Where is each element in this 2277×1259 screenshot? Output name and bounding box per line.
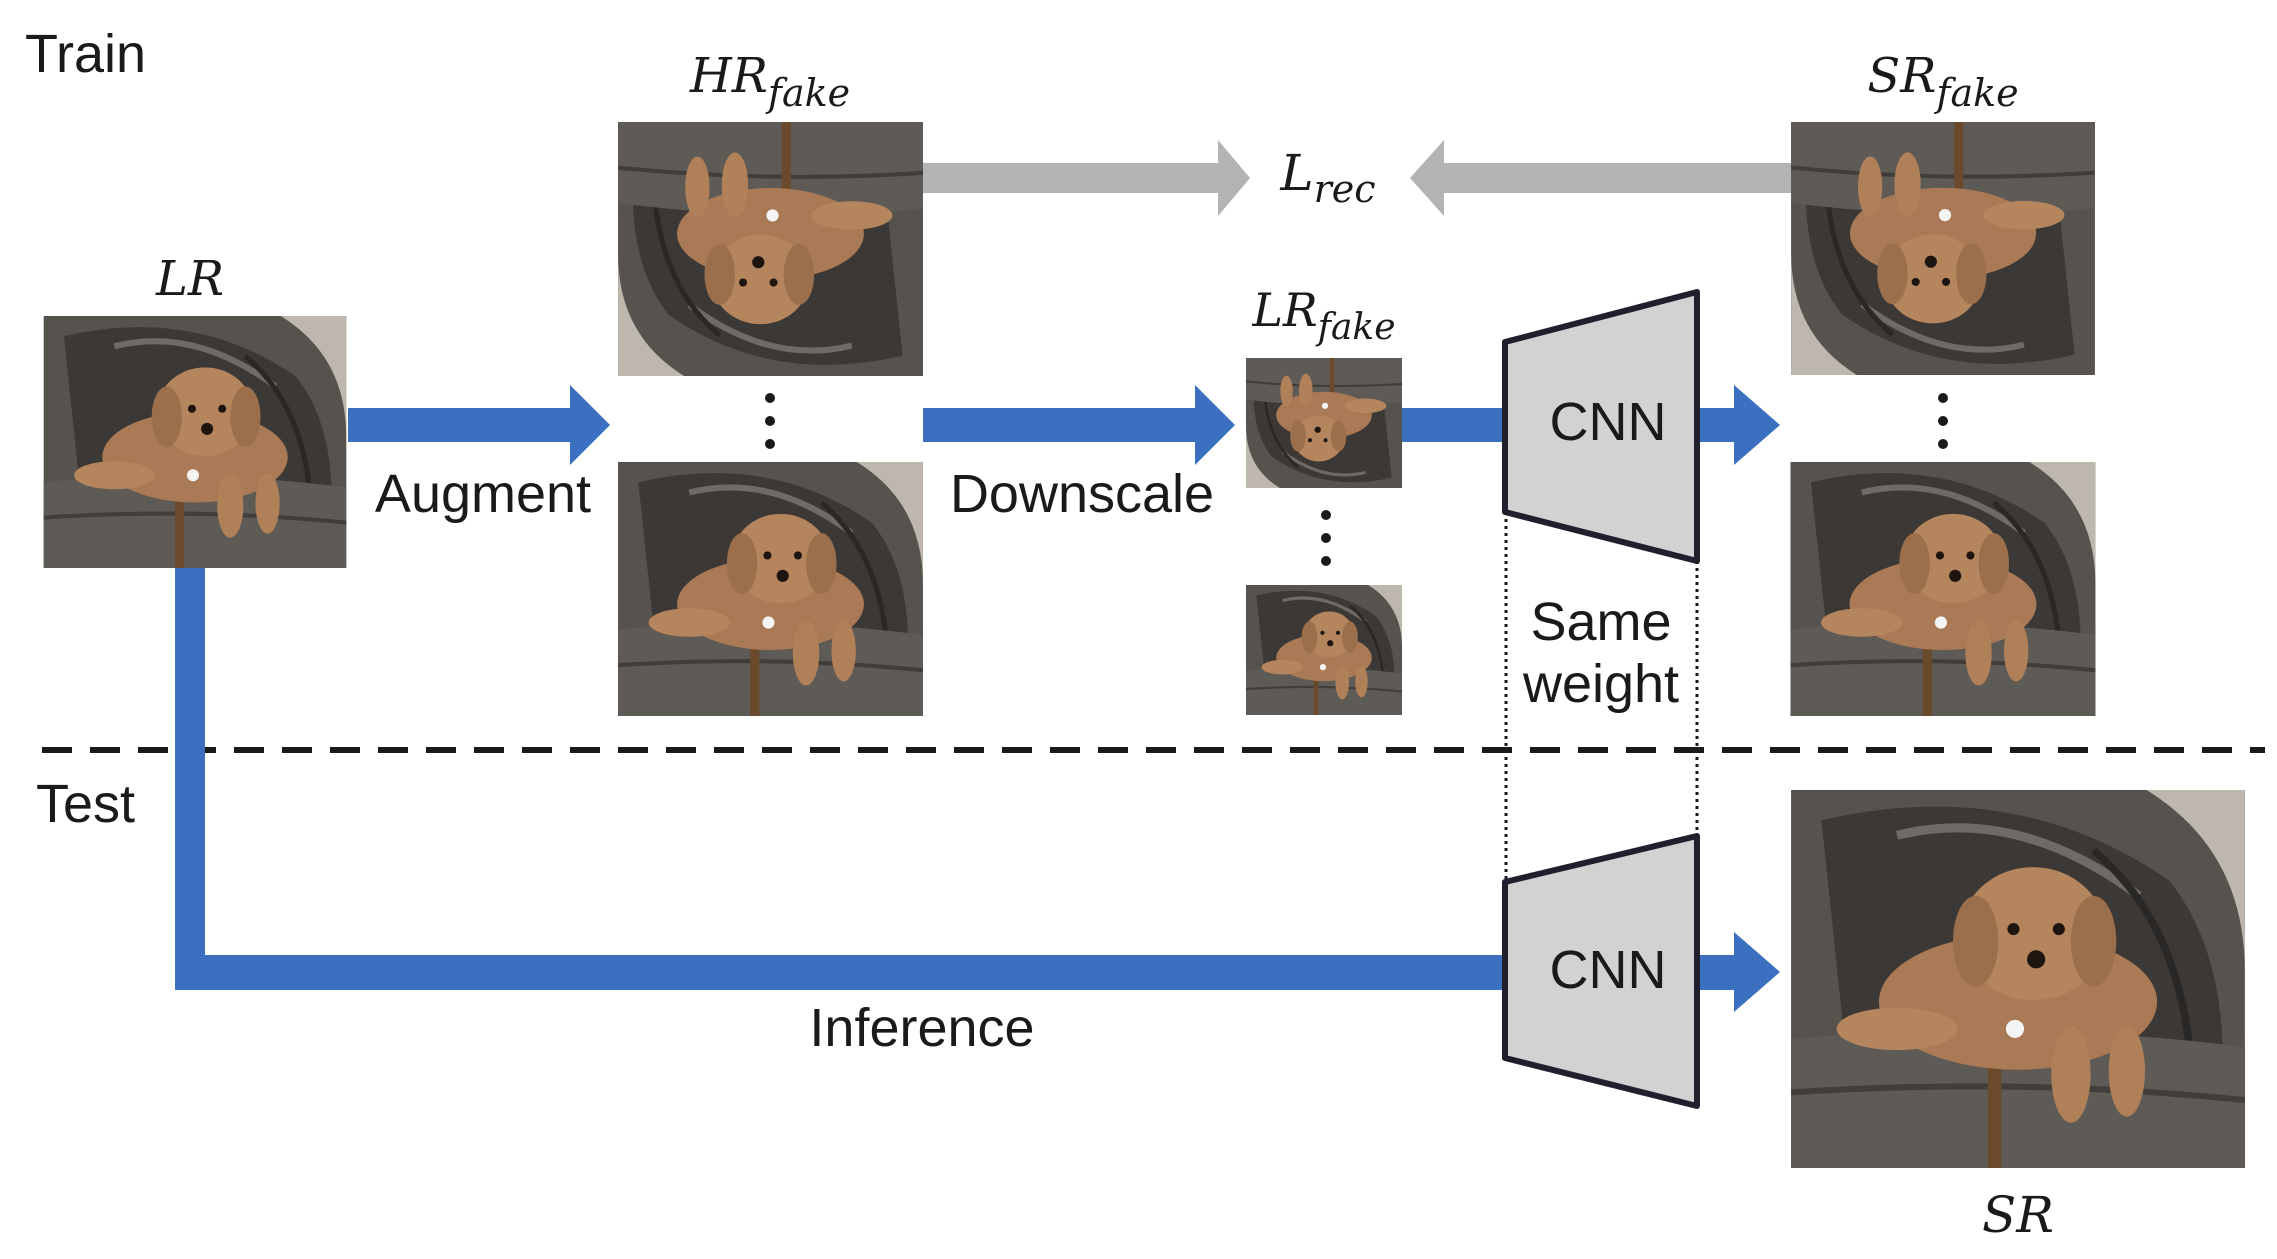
lr-fake-image-bottom <box>1246 585 1402 715</box>
augment-arrow-head <box>570 385 610 465</box>
hr-fake-image-top <box>618 122 923 376</box>
hr-fake-label: HRfake <box>689 48 850 115</box>
cnn-to-sr-arrow-shaft <box>1697 955 1737 990</box>
downscale-arrow-shaft <box>923 408 1198 442</box>
sr-label: SR <box>1982 1186 2054 1244</box>
srfake-to-loss-arrow-shaft <box>1440 163 1795 193</box>
lr-input-image <box>44 316 346 568</box>
lr-label: LR <box>155 251 224 307</box>
same-weight-label-line2: weight <box>1522 654 1679 714</box>
lr-fake-label: LRfake <box>1251 283 1395 348</box>
vertical-ellipsis-icon <box>765 393 1948 566</box>
hrfake-to-loss-arrow-head <box>1218 140 1250 216</box>
loss-arrows <box>922 140 1795 216</box>
downscale-arrow-head <box>1195 385 1235 465</box>
cnn-to-sr-arrow-head <box>1734 932 1780 1012</box>
same-weight-label-line1: Same <box>1530 592 1671 652</box>
inference-vertical-path <box>175 568 205 990</box>
inference-horizontal-path <box>175 955 1510 990</box>
downscale-label: Downscale <box>950 464 1214 524</box>
sr-output-image <box>1791 790 2245 1168</box>
srfake-to-loss-arrow-head <box>1410 140 1444 216</box>
cnn-to-srfake-arrow-shaft <box>1697 408 1737 442</box>
train-label: Train <box>25 24 146 84</box>
augment-label: Augment <box>375 464 591 524</box>
cnn-to-srfake-arrow-head <box>1734 385 1780 465</box>
augment-arrow-shaft <box>348 408 573 442</box>
cnn-label-train: CNN <box>1550 392 1667 452</box>
sr-fake-label: SRfake <box>1867 48 2018 115</box>
sr-fake-image-top <box>1791 122 2095 375</box>
test-label: Test <box>36 774 135 834</box>
inference-label: Inference <box>809 998 1034 1058</box>
sr-fake-image-bottom <box>1791 462 2096 716</box>
cnn-label-test: CNN <box>1550 940 1667 1000</box>
hrfake-to-loss-arrow-shaft <box>922 163 1222 193</box>
cnn-block-test <box>1502 833 1700 1109</box>
reconstruction-loss-label: Lrec <box>1279 144 1375 211</box>
lr-fake-image-top <box>1246 358 1402 488</box>
lrfake-to-cnn-connector <box>1400 408 1510 442</box>
hr-fake-image-bottom <box>618 462 923 716</box>
flow-arrows <box>175 385 1780 1012</box>
